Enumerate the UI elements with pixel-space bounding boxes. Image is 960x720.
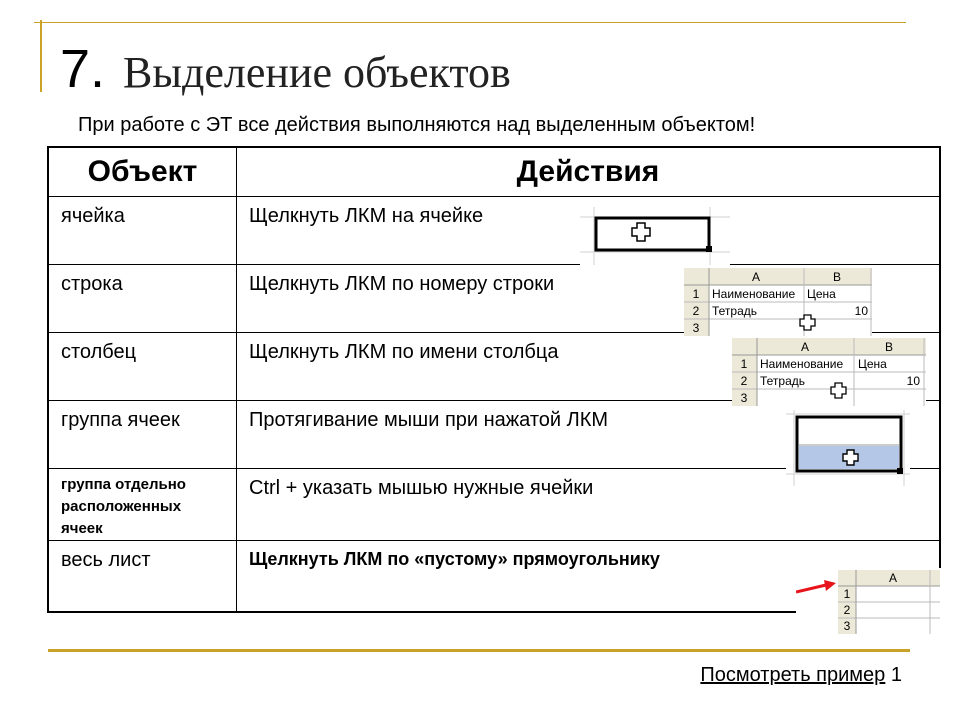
row-selection-illustration: A B 1 2 3 Наименование Цена Тетрадь 10 bbox=[684, 268, 872, 336]
cell-a1: Наименование bbox=[712, 287, 796, 301]
cell-b1: Цена bbox=[858, 357, 887, 371]
row-number: 2 bbox=[844, 603, 851, 617]
cursor-cross-icon bbox=[799, 314, 816, 331]
sheet-selection-illustration: A 1 2 3 bbox=[796, 568, 942, 634]
slide-subtitle: При работе с ЭТ все действия выполняются… bbox=[78, 114, 756, 136]
header-actions: Действия bbox=[236, 146, 941, 197]
slide-number: 7. bbox=[60, 39, 106, 99]
row-number: 3 bbox=[693, 321, 700, 335]
row-number: 3 bbox=[741, 391, 748, 405]
cursor-cross-icon bbox=[830, 382, 847, 399]
object-cell: группа ячеек bbox=[47, 400, 237, 469]
decorative-bottom-line bbox=[48, 649, 910, 652]
cell-selection-illustration bbox=[580, 207, 730, 265]
group-selection-illustration bbox=[786, 410, 910, 486]
cell-b2: 10 bbox=[855, 304, 869, 318]
object-cell: группа отдельно расположенных ячеек bbox=[47, 468, 237, 541]
row-number: 1 bbox=[741, 357, 748, 371]
row-number: 2 bbox=[693, 304, 700, 318]
object-cell: весь лист bbox=[47, 540, 237, 613]
table-row: ячейка Щелкнуть ЛКМ на ячейке bbox=[47, 196, 941, 265]
column-header-a: A bbox=[752, 270, 760, 284]
slide-title: 7. Выделение объектов bbox=[60, 38, 511, 100]
decorative-top-line bbox=[34, 22, 906, 23]
decorative-vertical-line bbox=[40, 20, 42, 92]
column-selection-illustration: A B 1 2 3 Наименование Цена Тетрадь 10 bbox=[732, 338, 926, 406]
cursor-cross-icon bbox=[631, 222, 651, 242]
slide-title-text: Выделение объектов bbox=[123, 48, 511, 97]
row-number: 1 bbox=[693, 287, 700, 301]
object-cell: столбец bbox=[47, 332, 237, 401]
cell-b2: 10 bbox=[907, 374, 921, 388]
view-example-link[interactable]: Посмотреть пример bbox=[700, 664, 886, 686]
footer-link-row: Посмотреть пример 1 bbox=[700, 664, 902, 687]
column-header-a: A bbox=[801, 340, 809, 354]
red-arrow-icon bbox=[796, 580, 836, 594]
header-object: Объект bbox=[47, 146, 237, 197]
column-header-a: A bbox=[889, 571, 897, 585]
cell-b1: Цена bbox=[807, 287, 836, 301]
sheet-column-header bbox=[684, 268, 872, 285]
row-number: 1 bbox=[844, 587, 851, 601]
row-number: 3 bbox=[844, 619, 851, 633]
cell-a2: Тетрадь bbox=[760, 374, 805, 388]
table-header-row: Объект Действия bbox=[47, 146, 941, 197]
cursor-cross-icon bbox=[842, 449, 859, 466]
cell-a2: Тетрадь bbox=[712, 304, 757, 318]
sheet-column-header bbox=[732, 338, 926, 355]
object-cell: строка bbox=[47, 264, 237, 333]
cell-a1: Наименование bbox=[760, 357, 844, 371]
view-example-number: 1 bbox=[890, 664, 902, 686]
column-header-b: B bbox=[885, 340, 893, 354]
column-header-b: B bbox=[833, 270, 841, 284]
row-number: 2 bbox=[741, 374, 748, 388]
object-cell: ячейка bbox=[47, 196, 237, 265]
